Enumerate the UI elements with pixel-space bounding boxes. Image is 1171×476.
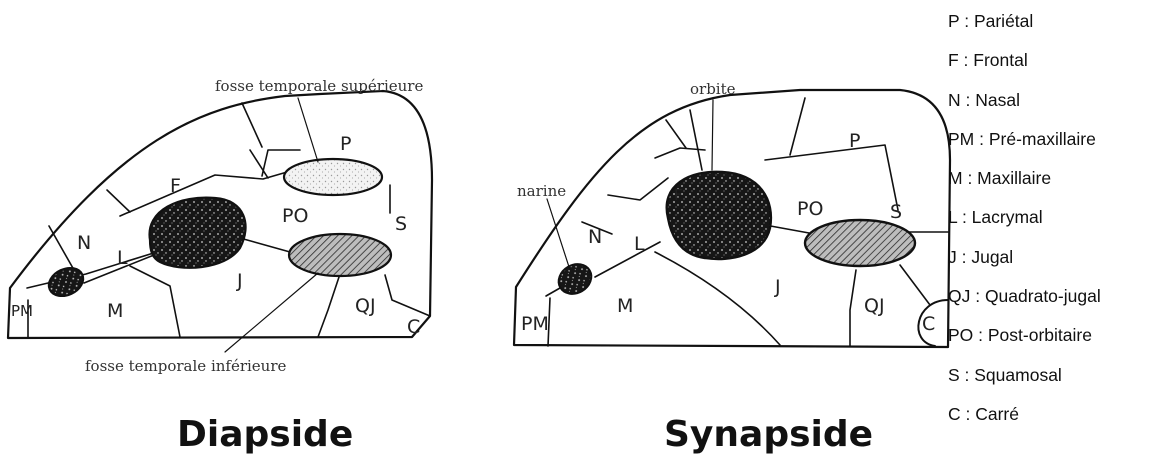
diapsid-label-S: S <box>395 213 407 235</box>
diapsid-suture <box>385 275 430 316</box>
upper-fenestra-leader <box>298 98 318 162</box>
diapsid-suture <box>318 274 340 337</box>
legend-item-parietal: P : Pariétal <box>948 8 1168 47</box>
bone-legend: P : Pariétal F : Frontal N : Nasal PM : … <box>948 8 1168 440</box>
legend-item-quadrate: C : Carré <box>948 401 1168 440</box>
upper-temporal-fenestra <box>284 159 382 195</box>
synapsid-suture <box>765 145 898 210</box>
synapsid-suture <box>546 288 560 296</box>
legend-item-premaxillary: PM : Pré-maxillaire <box>948 126 1168 165</box>
diapsid-label-L: L <box>117 247 128 269</box>
diapsid-label-QJ: QJ <box>355 295 376 317</box>
legend-item-nasal: N : Nasal <box>948 87 1168 126</box>
diapsid-suture <box>107 190 130 212</box>
lower-temporal-fenestra <box>289 234 391 276</box>
synapsid-label-QJ: QJ <box>864 295 885 317</box>
synapsid-orbit <box>667 172 771 259</box>
synapsid-label-N: N <box>588 226 602 248</box>
upper-fenestra-annotation: fosse temporale supérieure <box>215 77 423 95</box>
legend-item-maxillary: M : Maxillaire <box>948 165 1168 204</box>
synapsid-suture <box>690 110 702 170</box>
diapsid-title: Diapside <box>177 414 353 455</box>
diapsid-label-PM: PM <box>11 302 33 320</box>
synapsid-label-M: M <box>617 295 633 317</box>
synapsid-label-PO: PO <box>797 198 823 220</box>
synapsid-naris <box>553 258 596 299</box>
diapsid-label-P: P <box>340 133 351 155</box>
synapsid-skull <box>514 90 950 347</box>
diapsid-label-M: M <box>107 300 123 322</box>
diapsid-label-F: F <box>170 175 181 197</box>
diapsid-suture <box>240 238 290 252</box>
diapsid-label-J: J <box>236 270 243 292</box>
lower-fenestra-annotation: fosse temporale inférieure <box>85 357 287 375</box>
synapsid-suture <box>608 178 668 200</box>
synapsid-label-F: F <box>674 186 683 204</box>
legend-item-squamosal: S : Squamosal <box>948 362 1168 401</box>
synapsid-label-PM: PM <box>521 313 549 335</box>
synapsid-label-J: J <box>774 276 781 298</box>
synapsid-suture <box>666 120 686 148</box>
diapsid-orbit <box>150 198 246 268</box>
diapsid-suture <box>130 266 180 337</box>
synapsid-label-S: S <box>890 201 902 223</box>
diapsid-label-C: C <box>407 316 420 338</box>
legend-item-frontal: F : Frontal <box>948 47 1168 86</box>
synapsid-suture <box>850 270 856 346</box>
synapsid-temporal-fenestra <box>805 220 915 266</box>
synapsid-label-C: C <box>922 313 935 335</box>
naris-annotation: narine <box>517 182 566 200</box>
diapsid-suture <box>242 103 262 147</box>
legend-item-jugal: J : Jugal <box>948 244 1168 283</box>
legend-item-quadratojugal: QJ : Quadrato-jugal <box>948 283 1168 322</box>
synapsid-suture <box>900 265 930 305</box>
diapsid-label-PO: PO <box>282 205 308 227</box>
synapsid-label-P: P <box>849 130 860 152</box>
synapsid-title: Synapside <box>664 414 873 455</box>
legend-item-lacrimal: L : Lacrymal <box>948 204 1168 243</box>
orbit-annotation: orbite <box>690 80 736 98</box>
diapsid-naris <box>44 263 88 302</box>
orbit-leader <box>712 100 713 170</box>
synapsid-suture <box>595 242 660 277</box>
synapsid-suture <box>790 98 805 155</box>
synapsid-suture <box>655 252 780 345</box>
legend-item-postorbital: PO : Post-orbitaire <box>948 322 1168 361</box>
diapsid-label-N: N <box>77 232 91 254</box>
diapsid-suture <box>27 251 160 288</box>
synapsid-label-L: L <box>634 233 645 255</box>
